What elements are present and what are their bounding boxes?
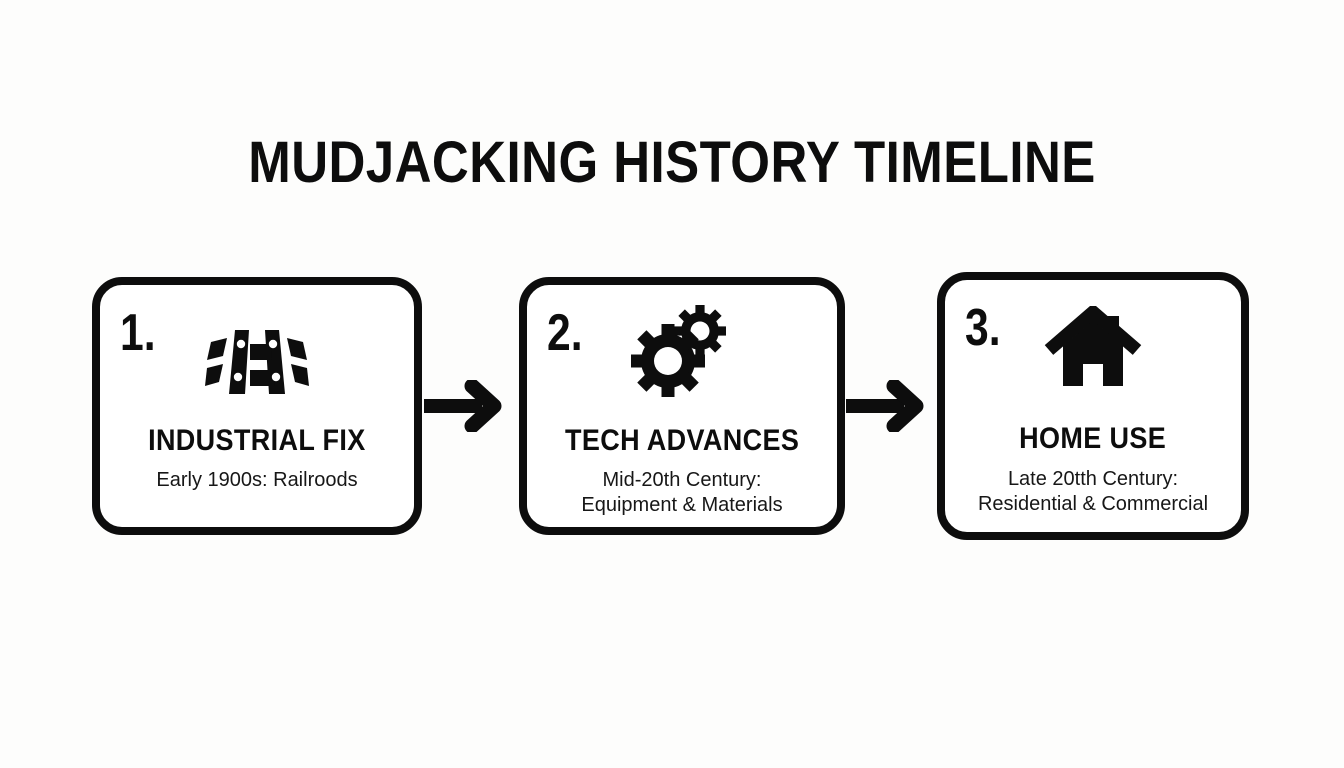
step-subtitle: Early 1900s: Railroods — [108, 468, 406, 493]
arrow-right-icon — [424, 380, 516, 432]
step-number: 1. — [120, 304, 156, 362]
step-heading: HOME USE — [1019, 422, 1167, 455]
subtitle-line: Residential & Commercial — [977, 493, 1209, 515]
step-subtitle: Mid-20th Century: Equipment & Materials — [535, 468, 829, 518]
step-heading: TECH ADVANCES — [564, 424, 800, 457]
subtitle-line: Late 20tth Century: — [1007, 468, 1179, 490]
timeline-step-3[interactable]: 3. HOME USE Late 20tth Century: Resident… — [937, 272, 1249, 540]
railroad-track-icon — [100, 315, 414, 407]
gears-icon — [527, 305, 837, 397]
timeline-step-1[interactable]: 1. — [92, 277, 422, 535]
subtitle-line: Early 1900s: Railroods — [156, 469, 358, 491]
page-title: MUDJACKING HISTORY TIMELINE — [248, 130, 1096, 195]
timeline-step-2[interactable]: 2. — [519, 277, 845, 535]
step-number: 2. — [547, 304, 583, 362]
arrow-right-icon — [846, 380, 938, 432]
subtitle-line: Equipment & Materials — [581, 494, 783, 516]
step-heading: INDUSTRIAL FIX — [148, 424, 366, 457]
step-number: 3. — [965, 299, 1001, 357]
step-subtitle: Late 20tth Century: Residential & Commer… — [953, 467, 1233, 517]
subtitle-line: Mid-20th Century: — [602, 469, 762, 491]
house-icon — [945, 302, 1241, 394]
